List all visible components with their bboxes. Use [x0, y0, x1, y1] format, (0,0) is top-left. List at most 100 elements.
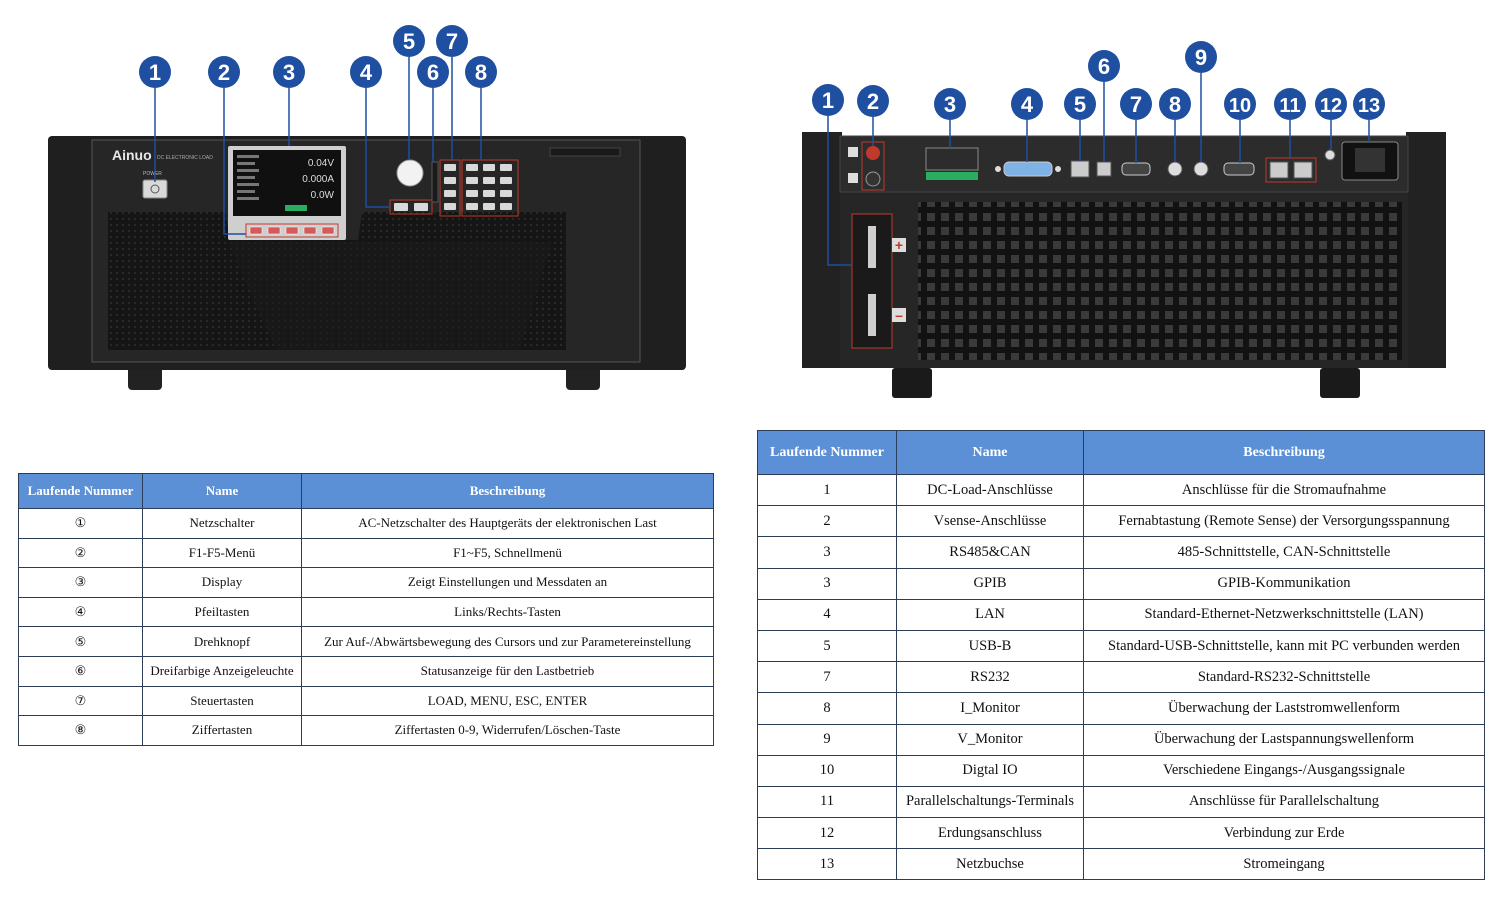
parallel-port[interactable] — [1269, 161, 1289, 179]
f3-button[interactable] — [285, 226, 299, 235]
column-header-number: Laufende Nummer — [18, 473, 143, 509]
cell-description: F1~F5, Schnellmenü — [301, 537, 714, 569]
brand-logo: Ainuo — [112, 147, 152, 163]
status-led-strip — [431, 161, 439, 203]
rear-right-ear — [1406, 132, 1446, 368]
callout-circle — [857, 85, 889, 117]
cell-name: Vsense-Anschlüsse — [896, 505, 1084, 538]
callout-circle — [1353, 88, 1385, 120]
column-header-description: Beschreibung — [301, 473, 714, 509]
callout-number: 8 — [1169, 92, 1181, 117]
numeric-key[interactable] — [466, 164, 478, 171]
dc-load-negative-terminal[interactable] — [868, 294, 876, 336]
callout-circle — [465, 56, 497, 88]
esc-key[interactable] — [444, 190, 456, 197]
v-monitor-bnc[interactable] — [1193, 161, 1209, 177]
cell-name: Drehknopf — [142, 626, 302, 657]
f1-button[interactable] — [249, 226, 263, 235]
numeric-keys-frame — [461, 159, 519, 217]
vsense-positive-terminal[interactable] — [866, 146, 880, 160]
cell-number: 13 — [757, 848, 897, 881]
f2-button[interactable] — [267, 226, 281, 235]
callout-number: 4 — [360, 60, 373, 85]
f4-button[interactable] — [303, 226, 317, 235]
numeric-key[interactable] — [466, 177, 478, 184]
cell-description: AC-Netzschalter des Hauptgeräts der elek… — [301, 508, 714, 539]
rs232-port[interactable] — [1121, 162, 1151, 176]
dc-load-positive-terminal[interactable] — [868, 226, 876, 268]
cell-number: 11 — [757, 785, 897, 819]
callout-number: 7 — [446, 29, 458, 54]
negative-icon — [892, 308, 906, 322]
right-arrow-key[interactable] — [414, 203, 428, 211]
front-leader-lines — [154, 57, 482, 235]
digital-io-port[interactable] — [1223, 162, 1255, 176]
cell-number: 8 — [757, 692, 897, 725]
rear-foot — [892, 368, 932, 398]
parallel-port[interactable] — [1293, 161, 1313, 179]
gpib-port[interactable] — [1003, 161, 1053, 177]
display-status-bar — [285, 205, 307, 211]
display-param — [237, 169, 259, 172]
callout-number: 11 — [1279, 95, 1300, 117]
callout-circle — [812, 84, 844, 116]
ground-terminal[interactable] — [1324, 149, 1336, 161]
numeric-key[interactable] — [483, 203, 495, 210]
rotary-knob[interactable] — [396, 159, 424, 187]
numeric-key[interactable] — [500, 164, 512, 171]
callout-circle — [1159, 88, 1191, 120]
power-switch[interactable] — [142, 179, 168, 199]
cell-number: ⑥ — [18, 655, 143, 687]
numeric-key[interactable] — [483, 164, 495, 171]
numeric-key[interactable] — [500, 190, 512, 197]
usb-b-port[interactable] — [1096, 161, 1112, 177]
display-param — [237, 176, 255, 179]
callout-circle — [1185, 41, 1217, 73]
cell-description: Statusanzeige für den Lastbetrieb — [301, 655, 714, 687]
numeric-key[interactable] — [500, 177, 512, 184]
callout-circle — [934, 88, 966, 120]
callout-number: 2 — [867, 89, 879, 114]
rs485-can-terminal-block[interactable] — [926, 172, 978, 180]
left-arrow-key[interactable] — [394, 203, 408, 211]
cell-description: Anschlüsse für Parallelschaltung — [1083, 785, 1485, 819]
i-monitor-bnc[interactable] — [1167, 161, 1183, 177]
f-menu-highlight — [245, 223, 339, 238]
cell-number: 3 — [757, 567, 897, 600]
control-keys-frame — [439, 159, 461, 217]
cell-number: 10 — [757, 754, 897, 787]
cell-number: ① — [18, 508, 143, 539]
cell-number: 1 — [757, 473, 897, 507]
cell-description: Überwachung der Laststromwellenform — [1083, 692, 1485, 725]
enter-key[interactable] — [444, 203, 456, 210]
vsense-plus-icon — [848, 147, 858, 157]
cell-description: Überwachung der Lastspannungswellenform — [1083, 723, 1485, 756]
numeric-key[interactable] — [500, 203, 512, 210]
voltage-reading: 0.04V — [308, 158, 334, 169]
display-param — [237, 183, 259, 186]
menu-key[interactable] — [444, 177, 456, 184]
numeric-key[interactable] — [483, 190, 495, 197]
vsense-minus-icon — [848, 173, 858, 183]
callout-circle — [417, 56, 449, 88]
f5-button[interactable] — [321, 226, 335, 235]
vsense-negative-terminal[interactable] — [865, 171, 881, 187]
numeric-key[interactable] — [466, 203, 478, 210]
power-inlet-socket — [1355, 148, 1385, 172]
numeric-key[interactable] — [483, 177, 495, 184]
rs485-can-port[interactable] — [925, 147, 979, 171]
lan-port[interactable] — [1070, 160, 1090, 178]
negative-sign: – — [895, 307, 903, 323]
numeric-key[interactable] — [466, 190, 478, 197]
cell-name: USB-B — [896, 629, 1084, 663]
load-key[interactable] — [444, 164, 456, 171]
cell-description: Stromeingang — [1083, 848, 1485, 881]
